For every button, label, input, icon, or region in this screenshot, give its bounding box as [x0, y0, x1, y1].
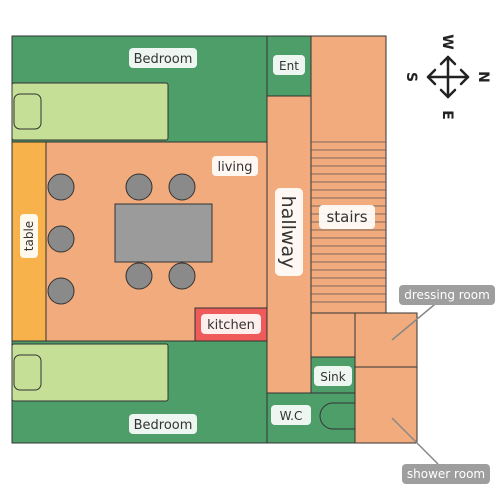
- bed-top: [11, 82, 169, 141]
- dressing-room-callout: dressing room: [404, 288, 490, 302]
- hallway-label: hallway: [277, 196, 299, 269]
- hallway-label-bg: [275, 188, 303, 276]
- compass-bottom-label: E: [439, 110, 455, 120]
- bedroom-top-label: Bedroom: [134, 52, 193, 67]
- chair: [125, 173, 153, 201]
- living-label-bg: [212, 156, 258, 176]
- stairs-label-bg: [319, 205, 375, 229]
- shower-room-area: [354, 366, 418, 444]
- shower-room-leader: [391, 417, 439, 465]
- chair: [47, 173, 75, 201]
- pillow-bottom: [13, 354, 42, 391]
- chair: [47, 277, 75, 305]
- wc-label-bg: [271, 405, 311, 425]
- table-label: table: [22, 221, 36, 251]
- bedroom-bottom-label-bg: [129, 414, 197, 434]
- entrance-label-bg: [273, 55, 305, 75]
- shower-room-callout-bg: [402, 464, 490, 484]
- toilet: [319, 402, 356, 430]
- dressing-room-callout-bg: [399, 285, 495, 305]
- shower-room-callout: shower room: [407, 467, 485, 481]
- dining-table: [114, 203, 213, 263]
- stairs-label: stairs: [326, 208, 367, 226]
- bed-bottom: [11, 343, 169, 402]
- stairs-area: [310, 35, 387, 314]
- chair: [168, 173, 196, 201]
- dressing-room-leader: [391, 299, 441, 341]
- pillow-top: [13, 93, 42, 130]
- compass-top-label: W: [439, 34, 455, 49]
- entrance-label: Ent: [279, 59, 299, 73]
- chair: [47, 225, 75, 253]
- compass-left-label: S: [403, 72, 419, 82]
- sink-label-bg: [314, 366, 352, 386]
- chair: [168, 262, 196, 290]
- compass-rose: [426, 55, 470, 99]
- sink-label: Sink: [320, 370, 346, 384]
- table-label-bg: [20, 214, 38, 258]
- bedroom-bottom-label: Bedroom: [134, 418, 193, 433]
- living-label: living: [217, 160, 252, 175]
- wc-label: W.C: [280, 409, 303, 423]
- kitchen-label: kitchen: [207, 318, 255, 333]
- chair: [125, 262, 153, 290]
- dressing-room-area: [354, 312, 418, 368]
- compass-right-label: N: [475, 71, 491, 83]
- kitchen-label-bg: [201, 314, 261, 334]
- sink-passage: [310, 312, 356, 358]
- bedroom-top-label-bg: [129, 48, 197, 68]
